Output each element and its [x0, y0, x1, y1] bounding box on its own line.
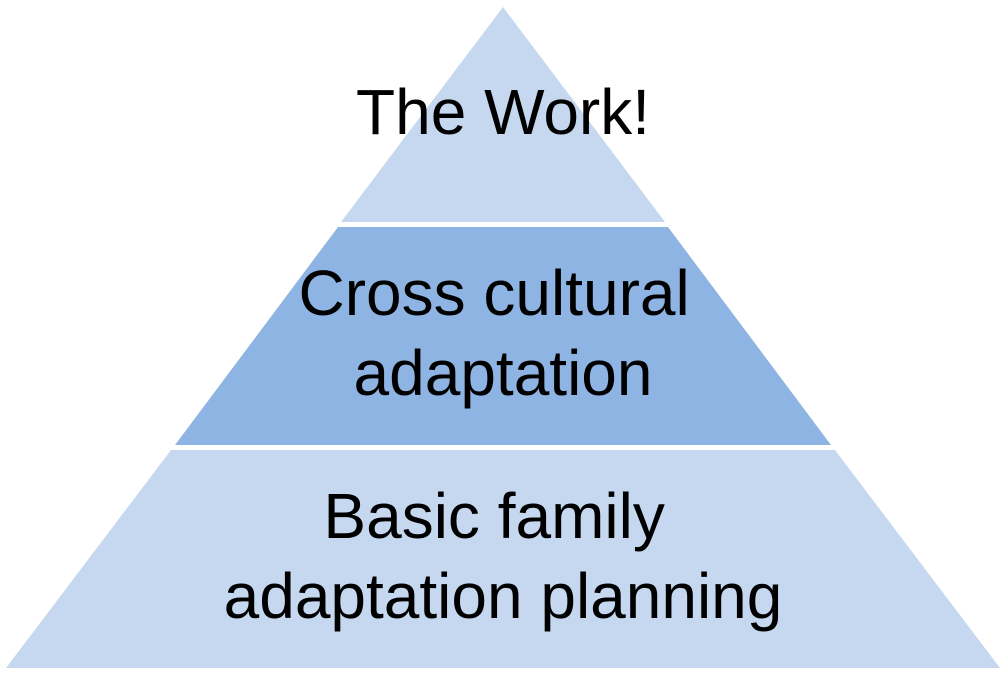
tier-middle-label: Cross cultural adaptation	[299, 257, 708, 409]
tier-middle-line-2: adaptation	[354, 337, 653, 409]
pyramid-tier-middle	[175, 227, 831, 445]
pyramid-tier-top	[341, 7, 665, 222]
tier-top-line-1: The Work!	[356, 76, 650, 148]
pyramid-tier-bottom	[6, 450, 1000, 668]
tier-middle-line-1: Cross cultural	[299, 257, 690, 329]
tier-bottom-label: Basic family adaptation planning	[224, 480, 783, 632]
tier-bottom-line-1: Basic family	[323, 480, 664, 552]
tier-bottom-line-2: adaptation planning	[224, 560, 783, 632]
tier-top-label: The Work!	[356, 76, 650, 148]
